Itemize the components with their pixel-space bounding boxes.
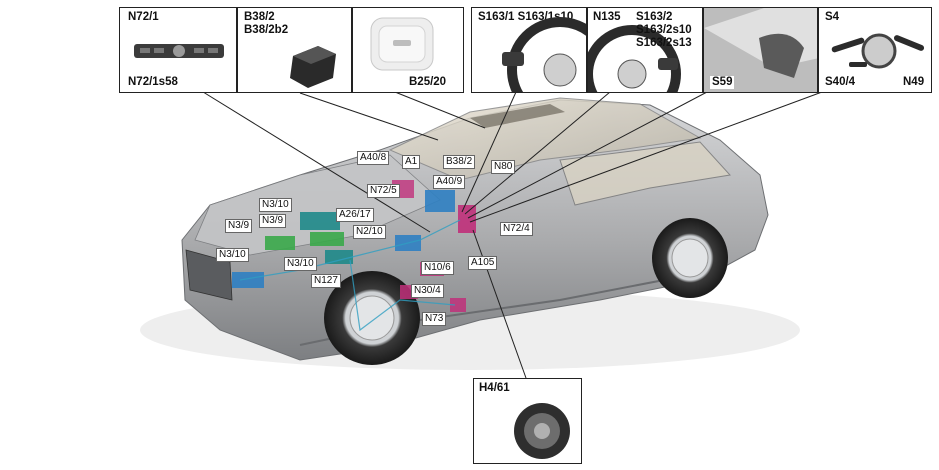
- inset-label: N72/1: [128, 11, 159, 23]
- steering-wheel-left-icon: [502, 17, 586, 92]
- callout-n3-9-left: N3/9: [225, 219, 253, 233]
- inset-label: S163/2s13: [636, 37, 692, 49]
- speaker-icon: [514, 403, 570, 459]
- module-n3-9-top: [310, 232, 344, 246]
- inset-label: B38/2: [244, 11, 275, 23]
- steering-wheel-right-icon: [588, 25, 681, 92]
- inset-label: N135: [593, 11, 621, 23]
- wiring-harness: [239, 219, 461, 332]
- inset-label: S59: [710, 76, 735, 89]
- callout-n72-5: N72/5: [367, 184, 400, 198]
- seat-switch-icon: [704, 8, 817, 92]
- inset-s163-1: S163/1 S163/1s10: [471, 7, 587, 93]
- inset-label: S163/2: [636, 11, 673, 23]
- inset-label: H4/61: [479, 382, 510, 394]
- switch-panel-icon: [134, 44, 224, 58]
- inset-b25-20: B25/20: [352, 7, 464, 93]
- rear-wheel: [652, 218, 728, 298]
- module-n3-9-left: [265, 236, 295, 250]
- inset-label: N72/1s58: [128, 76, 178, 88]
- inset-label: B25/20: [409, 76, 447, 88]
- inset-n72-1: N72/1 N72/1s58: [119, 7, 237, 93]
- inset-h4-61: H4/61: [473, 378, 582, 464]
- callout-n72-4: N72/4: [500, 222, 533, 236]
- callout-n2-10: N2/10: [353, 225, 386, 239]
- inset-label: S40/4: [825, 76, 856, 88]
- callout-a1: A1: [402, 155, 421, 169]
- callout-n73: N73: [422, 312, 447, 326]
- callout-n3-10-left: N3/10: [216, 248, 249, 262]
- steering-column-switch-icon: [831, 33, 925, 69]
- car-sunroof: [470, 104, 565, 128]
- microphone-pad-icon: [370, 17, 434, 71]
- callout-n10-6: N10/6: [421, 261, 454, 275]
- callout-a40-8: A40/8: [357, 151, 390, 165]
- leader-lines: [194, 86, 823, 379]
- callout-b38-2: B38/2: [443, 155, 476, 169]
- callout-n3-10-top: N3/10: [259, 198, 292, 212]
- rain-light-sensor-icon: [290, 46, 336, 88]
- inset-b38-2: B38/2 B38/2b2: [237, 7, 352, 93]
- module-n80: [458, 205, 476, 233]
- callout-n127: N127: [311, 274, 341, 288]
- callout-n3-10-mid: N3/10: [284, 257, 317, 271]
- callout-a105: A105: [468, 256, 498, 270]
- inset-s59: S59: [703, 7, 818, 93]
- callout-n30-4: N30/4: [411, 284, 444, 298]
- inset-label: S4: [825, 11, 840, 23]
- callout-a40-9: A40/9: [433, 175, 466, 189]
- callout-n80: N80: [491, 160, 516, 174]
- car-side-windows: [559, 141, 731, 206]
- inset-label: N49: [903, 76, 925, 88]
- inset-n135: N135 S163/2 S163/2s10 S163/2s13: [587, 7, 703, 93]
- module-n3-10-top: [300, 212, 340, 230]
- car-hood: [194, 154, 441, 256]
- inset-label: B38/2b2: [244, 24, 289, 36]
- module-n3-10-mid: [325, 250, 353, 264]
- car-grille: [185, 249, 233, 301]
- inset-label: S163/2s10: [636, 24, 692, 36]
- inset-s4: S4 S40/4 N49: [818, 7, 932, 93]
- callout-n3-9-top: N3/9: [259, 214, 287, 228]
- callout-a26-17: A26/17: [336, 208, 374, 222]
- module-n73: [450, 298, 466, 312]
- module-n3-10-left: [232, 272, 264, 288]
- module-a1: [425, 190, 455, 212]
